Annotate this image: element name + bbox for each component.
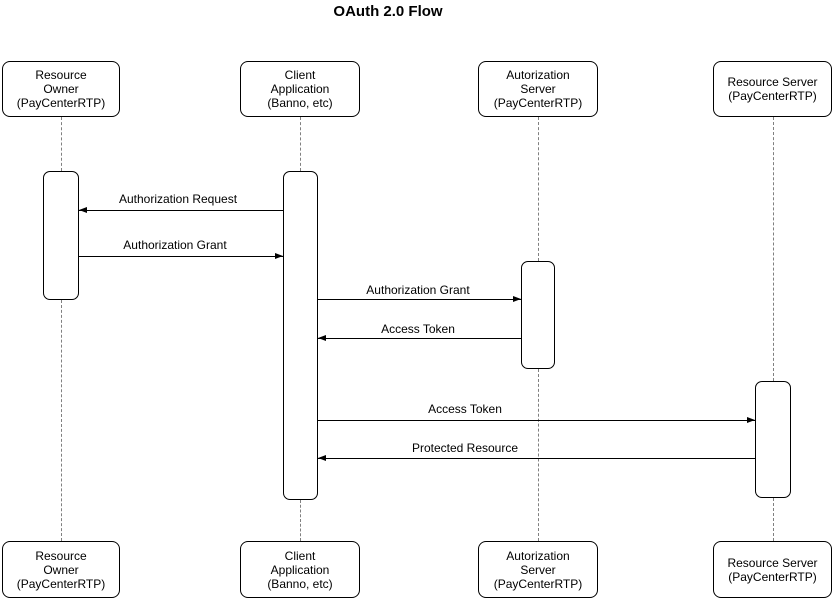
message-label: Access Token [426, 402, 504, 416]
arrowhead-left-icon [79, 207, 87, 213]
message-line [318, 299, 521, 301]
activation-resource-server [755, 381, 791, 498]
arrowhead-left-icon [318, 335, 326, 341]
participant-box-client-application-top: Client Application (Banno, etc) [240, 61, 360, 117]
participant-box-resource-owner-top: Resource Owner (PayCenterRTP) [2, 61, 120, 117]
participant-box-autorization-server-bottom: Autorization Server (PayCenterRTP) [478, 541, 598, 598]
message-label: Access Token [379, 322, 457, 336]
participant-label: Autorization Server (PayCenterRTP) [493, 68, 583, 110]
message-label: Authorization Grant [364, 283, 472, 297]
participant-label: Resource Server (PayCenterRTP) [727, 75, 818, 103]
participant-box-resource-owner-bottom: Resource Owner (PayCenterRTP) [2, 541, 120, 598]
activation-client-application [283, 171, 318, 500]
participant-box-autorization-server-top: Autorization Server (PayCenterRTP) [478, 61, 598, 117]
diagram-title: OAuth 2.0 Flow [333, 3, 443, 20]
lifeline-resource-owner [61, 300, 62, 541]
lifeline-autorization-server [538, 117, 539, 261]
message-label: Authorization Request [116, 192, 240, 206]
participant-box-resource-server-top: Resource Server (PayCenterRTP) [713, 61, 832, 117]
participant-box-resource-server-bottom: Resource Server (PayCenterRTP) [713, 541, 832, 598]
message-line [318, 458, 755, 460]
lifeline-resource-server [773, 117, 774, 381]
participant-label: Resource Owner (PayCenterRTP) [16, 548, 106, 591]
activation-resource-owner [43, 171, 79, 300]
arrowhead-left-icon [318, 455, 326, 461]
participant-box-client-application-bottom: Client Application (Banno, etc) [240, 541, 360, 598]
participant-label: Autorization Server (PayCenterRTP) [493, 548, 583, 591]
message-line [318, 338, 521, 340]
participant-label: Client Application (Banno, etc) [267, 68, 333, 110]
lifeline-resource-owner [61, 117, 62, 171]
message-line [79, 256, 283, 258]
lifeline-client-application [300, 500, 301, 541]
participant-label: Client Application (Banno, etc) [267, 548, 333, 591]
participant-label: Resource Server (PayCenterRTP) [727, 555, 818, 584]
activation-autorization-server [521, 261, 555, 369]
lifeline-client-application [300, 117, 301, 171]
lifeline-autorization-server [538, 369, 539, 541]
message-label: Authorization Grant [121, 238, 229, 252]
message-line [318, 420, 755, 422]
message-line [79, 210, 283, 212]
participant-label: Resource Owner (PayCenterRTP) [16, 68, 106, 110]
arrowhead-right-icon [747, 417, 755, 423]
arrowhead-right-icon [275, 253, 283, 259]
message-label: Protected Resource [409, 441, 521, 455]
lifeline-resource-server [773, 498, 774, 541]
arrowhead-right-icon [513, 296, 521, 302]
